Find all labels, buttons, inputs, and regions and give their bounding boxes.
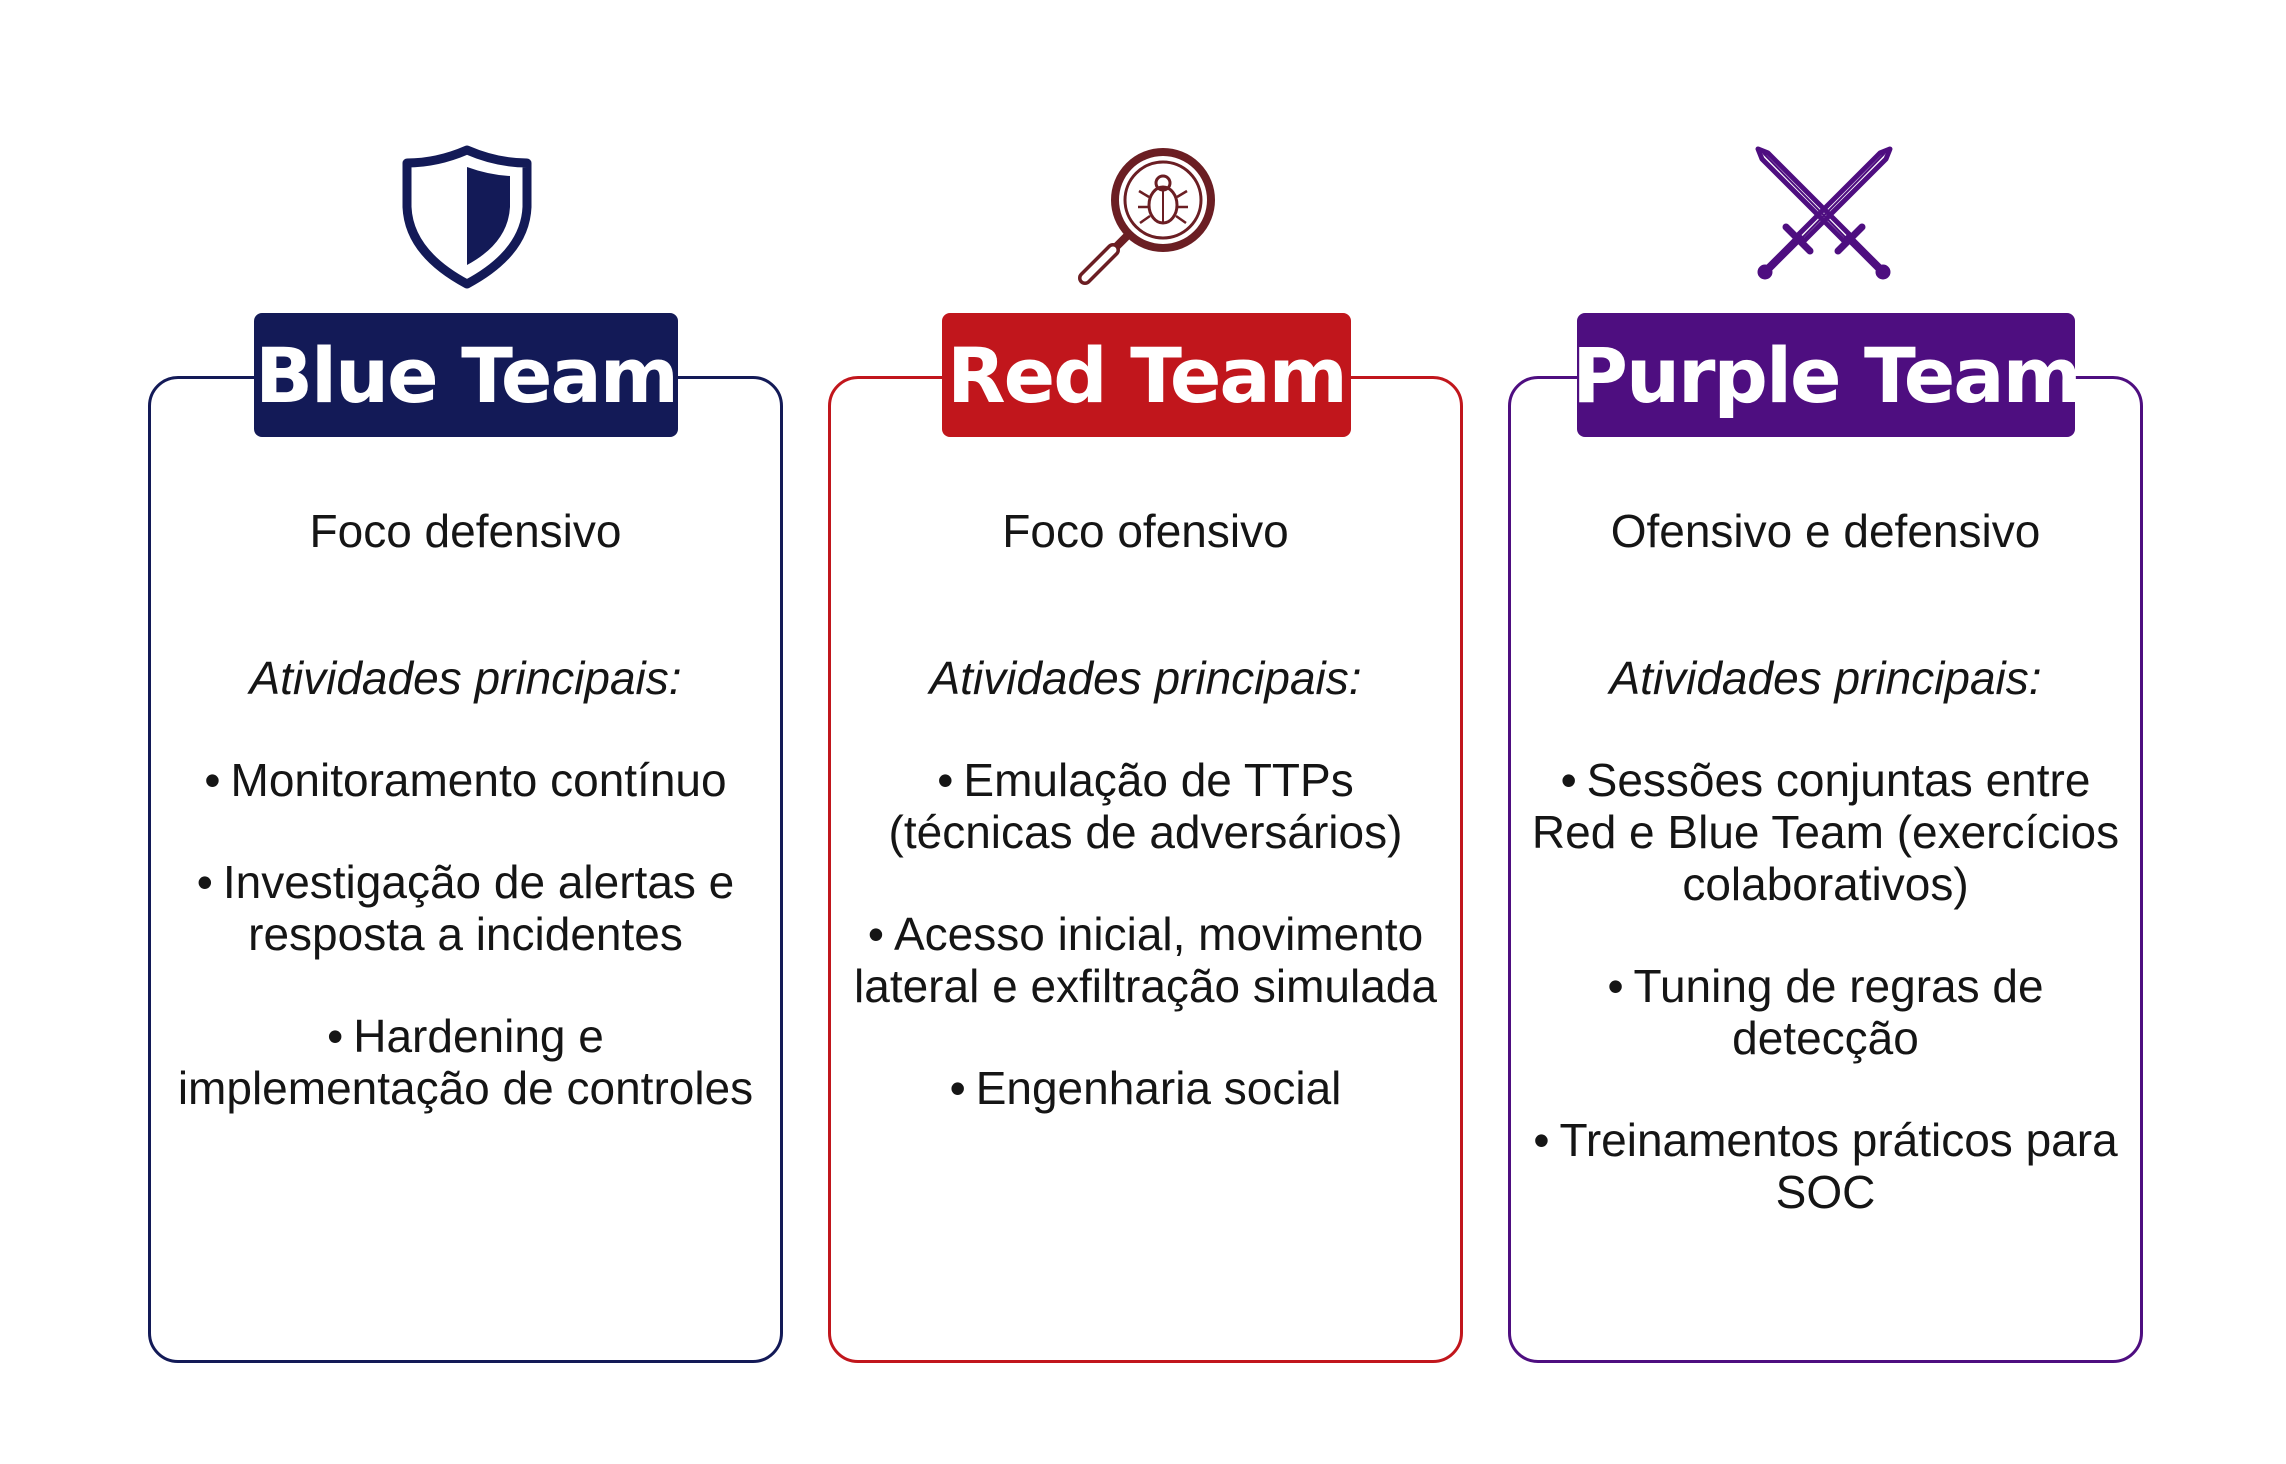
- blue-team-focus: Foco defensivo: [309, 505, 622, 557]
- blue-team-activity-list: •Monitoramento contínuo •Investigação de…: [148, 754, 783, 1114]
- list-item: •Emulação de TTPs (técnicas de adversári…: [888, 754, 1403, 858]
- bullet-icon: •: [867, 908, 884, 960]
- blue-team-title: Blue Team: [254, 313, 679, 437]
- crossed-swords-icon: [1750, 145, 1898, 290]
- list-item: •Acesso inicial, movimento lateral e exf…: [854, 908, 1437, 1012]
- bullet-icon: •: [949, 1062, 966, 1114]
- bullet-icon: •: [1533, 1114, 1550, 1166]
- purple-team-body: Ofensivo e defensivo Atividades principa…: [1508, 505, 2143, 1268]
- bullet-icon: •: [937, 754, 954, 806]
- bullet-icon: •: [1560, 754, 1577, 806]
- red-team-body: Foco ofensivo Atividades principais: •Em…: [828, 505, 1463, 1164]
- list-item: •Engenharia social: [949, 1062, 1342, 1114]
- red-team-activities-label: Atividades principais:: [929, 652, 1362, 704]
- purple-team-focus: Ofensivo e defensivo: [1610, 505, 2041, 557]
- purple-team-activities-label: Atividades principais:: [1609, 652, 2042, 704]
- bullet-icon: •: [1607, 960, 1624, 1012]
- list-item: •Hardening e implementação de controles: [177, 1010, 754, 1114]
- red-team-activity-list: •Emulação de TTPs (técnicas de adversári…: [828, 754, 1463, 1114]
- bullet-icon: •: [327, 1010, 344, 1062]
- bug-magnifier-icon: [1075, 145, 1220, 290]
- red-team-focus: Foco ofensivo: [1002, 505, 1289, 557]
- list-item: •Sessões conjuntas entre Red e Blue Team…: [1531, 754, 2120, 910]
- red-team-title: Red Team: [942, 313, 1351, 437]
- list-item: •Tuning de regras de detecção: [1607, 960, 2044, 1064]
- list-item: •Monitoramento contínuo: [204, 754, 727, 806]
- red-team-card: [828, 376, 1463, 1363]
- blue-team-activities-label: Atividades principais:: [249, 652, 682, 704]
- purple-team-title: Purple Team: [1572, 313, 2082, 437]
- purple-team-activity-list: •Sessões conjuntas entre Red e Blue Team…: [1508, 754, 2143, 1218]
- purple-team-card: [1508, 376, 2143, 1363]
- bullet-icon: •: [196, 856, 213, 908]
- list-item: •Treinamentos práticos para SOC: [1533, 1114, 2118, 1218]
- blue-team-card: [148, 376, 783, 1363]
- bullet-icon: •: [204, 754, 221, 806]
- blue-team-body: Foco defensivo Atividades principais: •M…: [148, 505, 783, 1164]
- shield-icon: [400, 145, 534, 289]
- list-item: •Investigação de alertas e resposta a in…: [196, 856, 735, 960]
